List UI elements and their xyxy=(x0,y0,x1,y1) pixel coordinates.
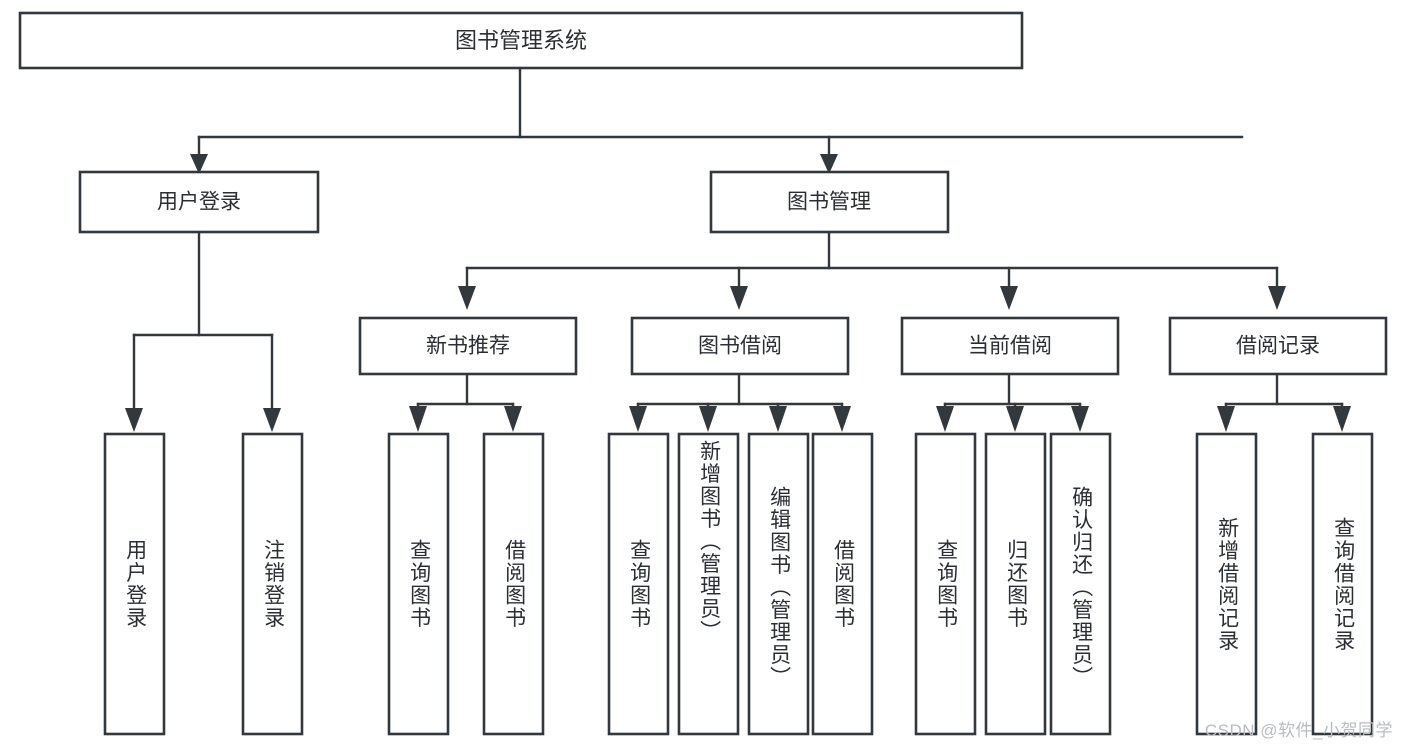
node-root-label: 图书管理系统 xyxy=(455,28,587,53)
node-current-borrow[interactable] xyxy=(900,316,1120,376)
node-user-login-label: 用户登录 xyxy=(157,191,241,214)
leaf-box-bookborrow-add[interactable] xyxy=(677,432,740,736)
leaf-box-bookborrow-query[interactable] xyxy=(607,432,670,736)
leaf-box-user-login-login[interactable] xyxy=(103,432,166,736)
connector-borrowrecord-to-leaves xyxy=(1217,372,1351,432)
connector-currentborrow-to-leaves xyxy=(936,372,1089,432)
connector-userlogin-to-leaves xyxy=(125,230,281,432)
leaf-box-borrowrecord-add[interactable] xyxy=(1195,432,1258,736)
node-current-borrow-label: 当前借阅 xyxy=(968,335,1052,358)
connector-newbook-to-leaves xyxy=(409,372,522,432)
node-root[interactable] xyxy=(18,11,1024,70)
connector-root-to-level2 xyxy=(190,66,1244,174)
leaf-box-user-login-logout[interactable] xyxy=(241,432,304,736)
node-borrow-record[interactable] xyxy=(1168,316,1388,376)
leaf-box-currentborrow-confirm[interactable] xyxy=(1049,432,1112,736)
leaf-box-bookborrow-edit[interactable] xyxy=(747,432,810,736)
node-new-book-recommend[interactable] xyxy=(358,316,578,376)
connector-bookborrow-to-leaves xyxy=(629,372,851,432)
connector-bookmanage-to-level3 xyxy=(458,230,1286,310)
node-new-book-recommend-label: 新书推荐 xyxy=(426,335,510,358)
leaf-box-newbook-query[interactable] xyxy=(387,432,450,736)
leaf-box-newbook-borrow[interactable] xyxy=(482,432,545,736)
leaf-box-bookborrow-borrow[interactable] xyxy=(811,432,874,736)
node-book-manage[interactable] xyxy=(709,170,950,234)
node-borrow-record-label: 借阅记录 xyxy=(1236,335,1320,358)
leaf-box-borrowrecord-query[interactable] xyxy=(1311,432,1374,736)
node-book-borrow[interactable] xyxy=(630,316,850,376)
leaf-box-currentborrow-return[interactable] xyxy=(984,432,1047,736)
leaf-box-currentborrow-query[interactable] xyxy=(914,432,977,736)
node-book-borrow-label: 图书借阅 xyxy=(698,335,782,358)
watermark-text: CSDN @软件_小贺同学 xyxy=(1204,721,1393,740)
node-user-login[interactable] xyxy=(78,170,320,234)
node-book-manage-label: 图书管理 xyxy=(787,191,871,214)
